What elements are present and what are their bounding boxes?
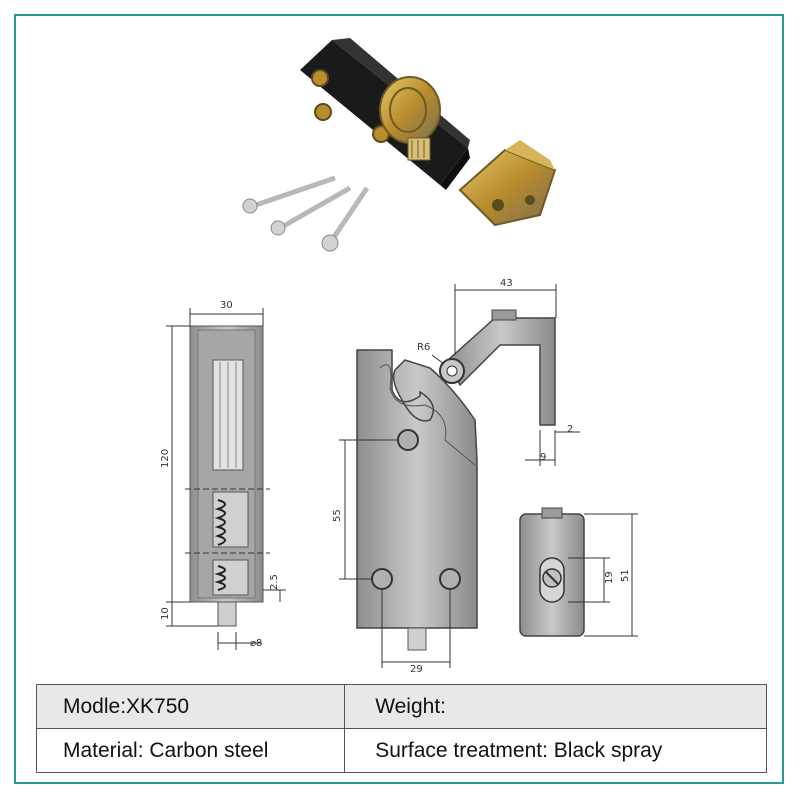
- model-cell: Modle:XK750: [35, 684, 346, 729]
- dim-pin-diameter: ⌀8: [250, 638, 262, 649]
- dim-hook-offset: 9: [540, 452, 546, 463]
- dim-pin-offset: 10: [160, 607, 171, 620]
- dim-hole-spacing: 55: [332, 509, 343, 522]
- strike-plate-drawing: [519, 507, 638, 637]
- spec-row: Material: Carbon steel Surface treatment…: [35, 728, 767, 773]
- screws-photo: [242, 175, 370, 252]
- dim-hook-thickness: 2: [567, 424, 573, 435]
- image-border: [14, 14, 784, 784]
- dim-side-height: 120: [160, 449, 171, 468]
- dim-slot-height: 19: [604, 571, 615, 584]
- dim-radius: R6: [417, 342, 430, 353]
- spec-row: Modle:XK750 Weight:: [35, 684, 767, 729]
- side-view-drawing: [166, 308, 286, 650]
- dim-hook-width: 43: [500, 278, 513, 289]
- front-view-drawing: [339, 284, 580, 668]
- product-drawing: 30 120 10 2.5 ⌀8 43 R6 2 9 55 29: [160, 38, 638, 675]
- surface-cell: Surface treatment: Black spray: [344, 728, 767, 773]
- material-cell: Material: Carbon steel: [35, 728, 346, 773]
- dim-side-width: 30: [220, 300, 233, 311]
- dim-spring-gap: 2.5: [269, 574, 280, 590]
- weight-cell: Weight:: [344, 684, 767, 729]
- latch-body-photo: [300, 38, 470, 190]
- spec-table: Modle:XK750 Weight: Material: Carbon ste…: [35, 684, 767, 773]
- dim-base-width: 29: [410, 664, 423, 675]
- dim-block-height: 51: [620, 569, 631, 582]
- hook-bracket-photo: [458, 140, 557, 227]
